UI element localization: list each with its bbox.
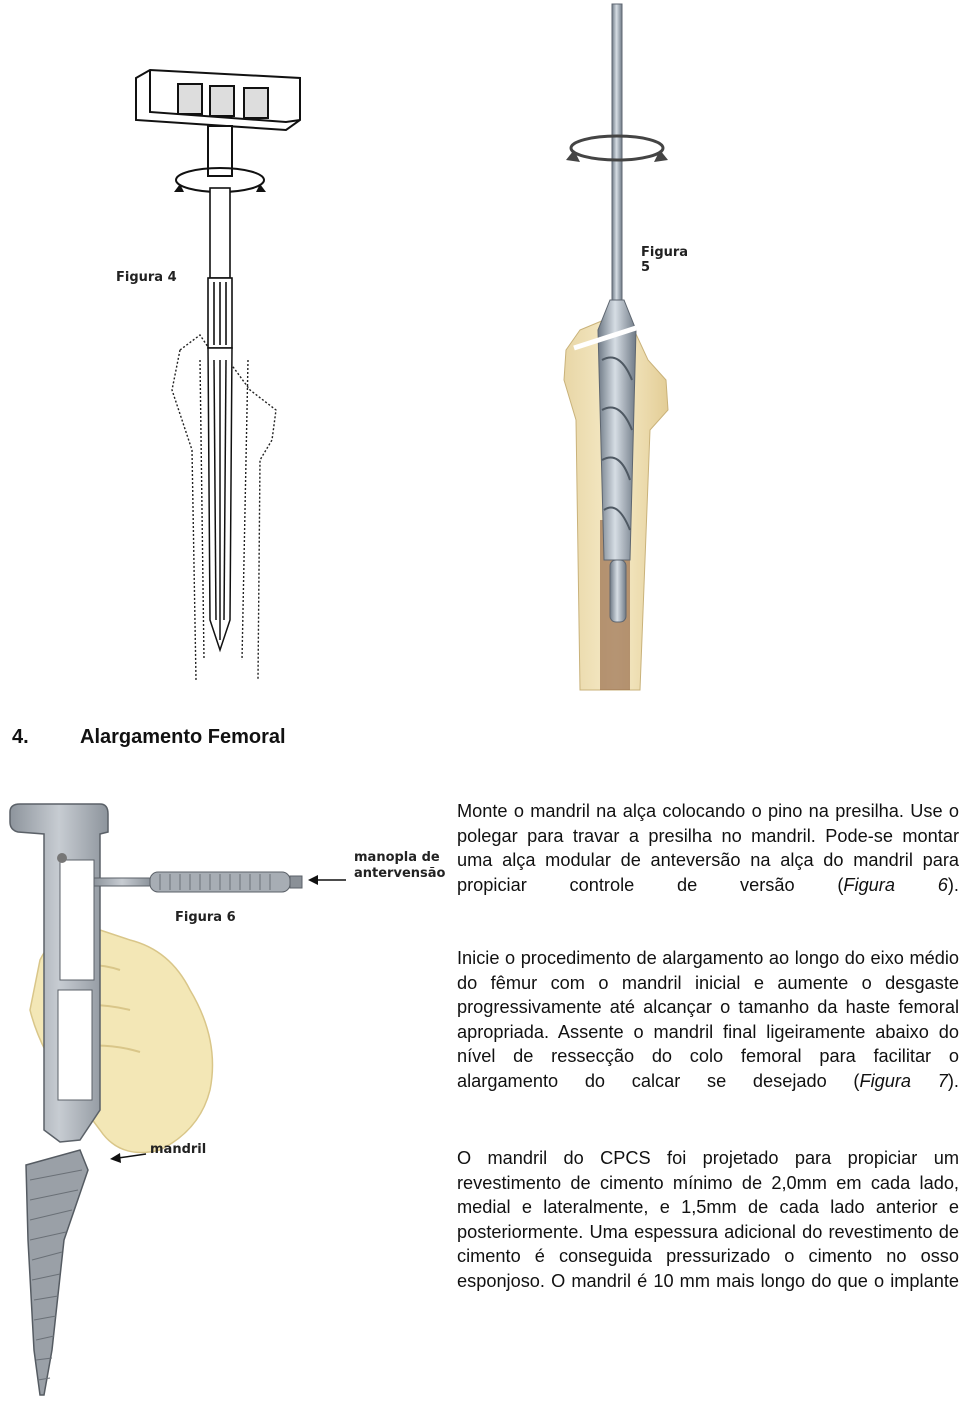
- paragraph-assembly-text: Monte o mandril na alça colocando o pino…: [457, 801, 959, 895]
- figure-6-drawing: [9, 803, 346, 1396]
- paragraph-assembly-end: ).: [947, 874, 959, 895]
- callout-handle-line2: antervensão: [354, 866, 446, 881]
- figure-4-drawing: [135, 68, 301, 681]
- paragraph-reaming-text: Inicie o procedimento de alargamento ao …: [457, 948, 959, 1091]
- figure-5-label: Figura 5: [641, 245, 689, 275]
- figure-4: Figura 4: [100, 60, 320, 700]
- section-number: 4.: [12, 726, 29, 748]
- paragraph-reaming: Inicie o procedimento de alargamento ao …: [457, 946, 959, 1094]
- section-title: Alargamento Femoral: [80, 726, 286, 748]
- callout-handle-line1: manopla de: [354, 850, 440, 865]
- figure-6: Figura 6 manopla de antervensão mandril: [0, 790, 445, 1401]
- section-heading: 4. Alargamento Femoral: [12, 726, 286, 749]
- figure-5: Figura 5: [540, 0, 700, 700]
- figure-4-label: Figura 4: [116, 270, 177, 285]
- figure-5-drawing: [563, 3, 669, 691]
- callout-reamer: mandril: [150, 1142, 207, 1157]
- figure-6-reference: Figura 6: [843, 874, 948, 895]
- figure-6-label: Figura 6: [175, 910, 236, 925]
- paragraph-cement-mantle-text: O mandril do CPCS foi projetado para pro…: [457, 1148, 959, 1291]
- paragraph-reaming-end: ).: [947, 1070, 959, 1091]
- paragraph-cement-mantle: O mandril do CPCS foi projetado para pro…: [457, 1146, 959, 1294]
- paragraph-assembly: Monte o mandril na alça colocando o pino…: [457, 799, 959, 897]
- figure-7-reference: Figura 7: [859, 1070, 948, 1091]
